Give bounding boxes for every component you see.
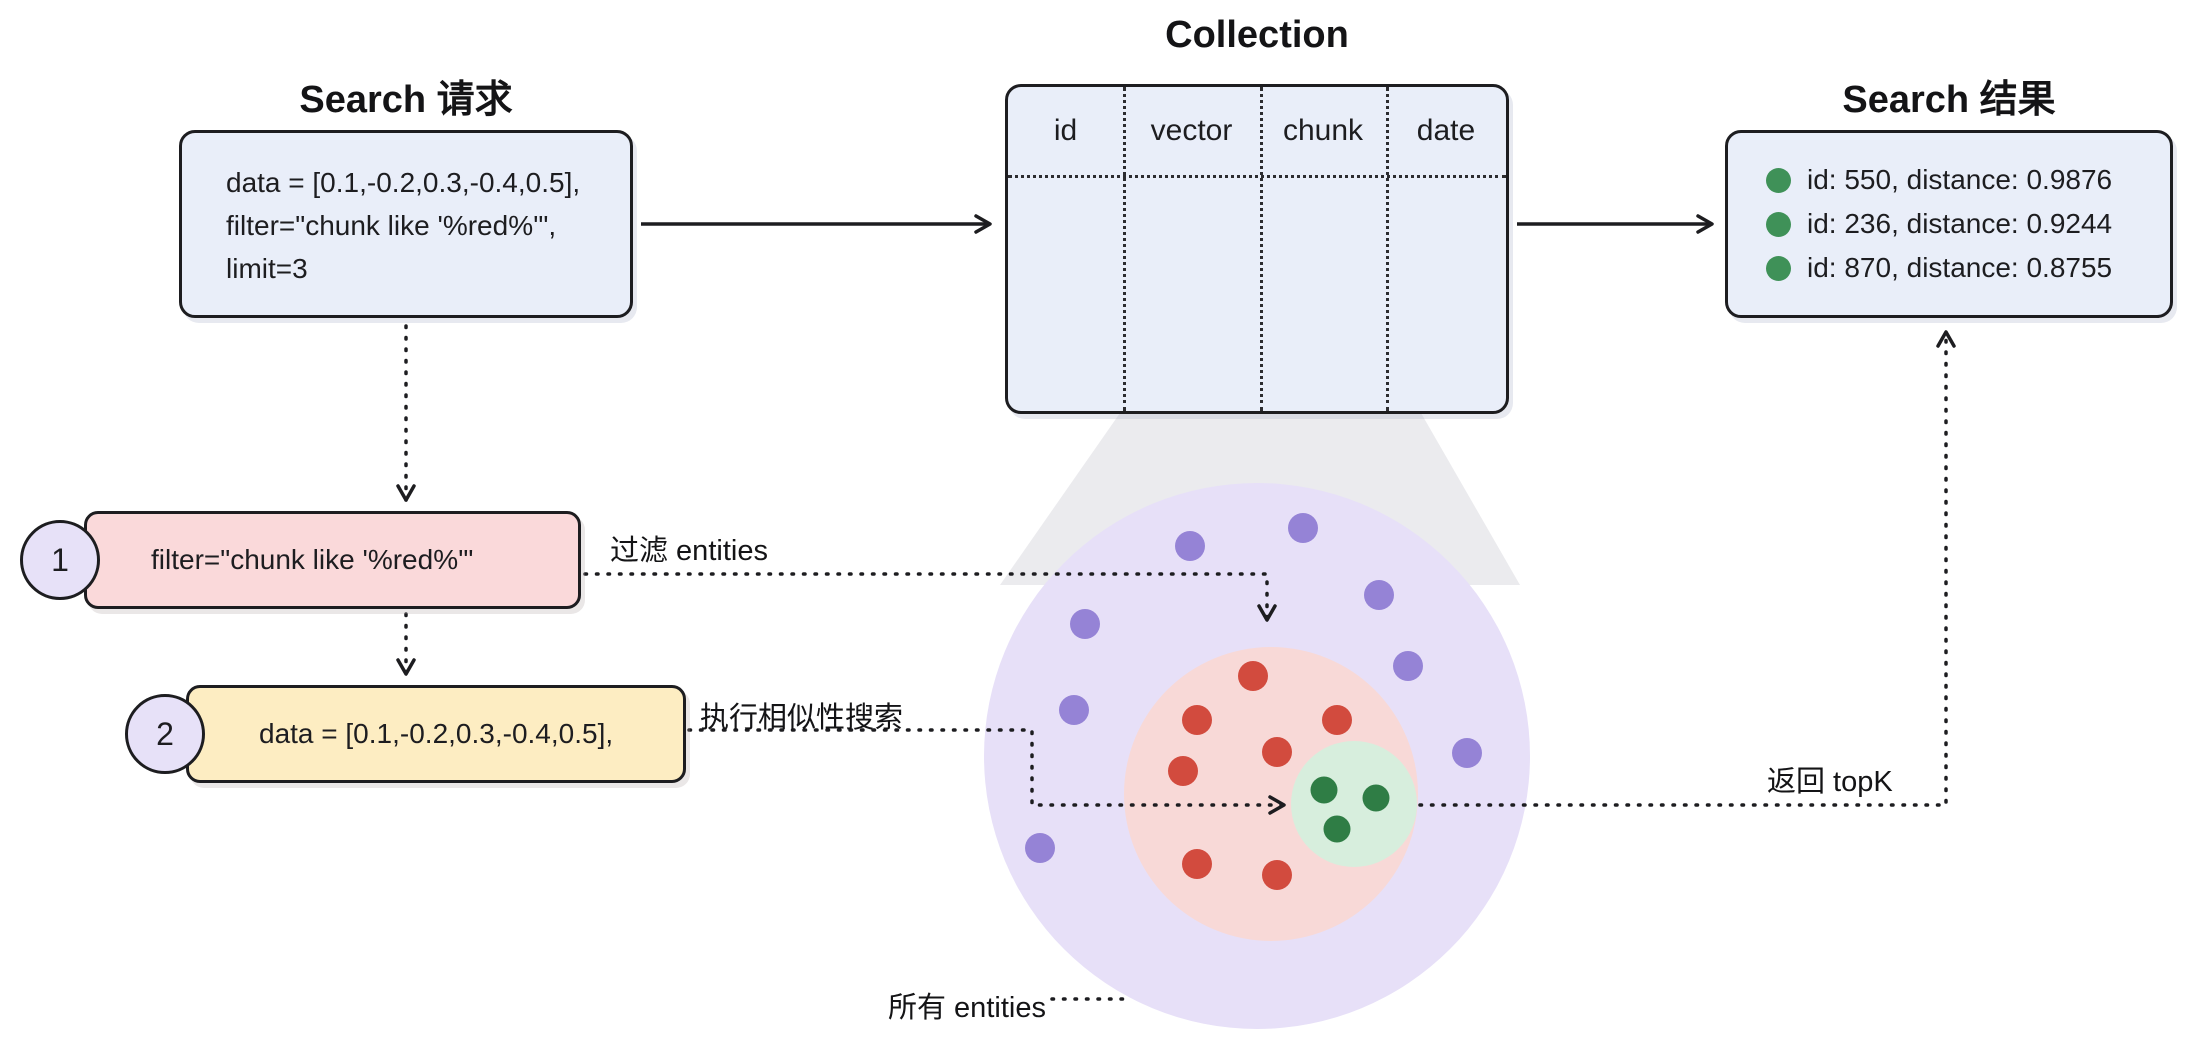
collection-table: id vector chunk date — [1005, 84, 1509, 414]
result-text: id: 870, distance: 0.8755 — [1807, 252, 2113, 283]
step1-code: filter="chunk like '%red%'" — [151, 544, 474, 575]
result-row: id: 870, distance: 0.8755 — [1766, 246, 2170, 290]
similarity-search-label: 执行相似性搜索 — [700, 702, 904, 734]
column-header-id: id — [1053, 114, 1078, 147]
result-dot-icon — [1766, 255, 1791, 281]
step2-code: data = [0.1,-0.2,0.3,-0.4,0.5], — [259, 718, 614, 749]
step2-number-badge: 2 — [125, 694, 205, 774]
column-header-date: date — [1416, 114, 1476, 147]
step1-filter-box: filter="chunk like '%red%'" — [84, 511, 581, 609]
step2-search-box: data = [0.1,-0.2,0.3,-0.4,0.5], — [186, 685, 686, 783]
step1-number-badge: 1 — [20, 520, 100, 600]
request-line-limit: limit=3 — [226, 253, 308, 284]
step1-number: 1 — [51, 541, 69, 578]
filter-entities-label: 过滤 entities — [610, 535, 768, 567]
result-row: id: 550, distance: 0.9876 — [1766, 158, 2170, 202]
collection-title: Collection — [1165, 14, 1349, 56]
result-dot-icon — [1766, 167, 1791, 193]
column-header-vector: vector — [1150, 114, 1233, 147]
search-request-title: Search 请求 — [299, 79, 513, 121]
result-row: id: 236, distance: 0.9244 — [1766, 202, 2170, 246]
topk-entities-circle — [1291, 741, 1417, 867]
request-line-filter: filter="chunk like '%red%'", — [226, 210, 557, 241]
search-results-box: id: 550, distance: 0.9876 id: 236, dista… — [1725, 130, 2173, 318]
column-divider — [1260, 87, 1263, 411]
all-entities-label: 所有 entities — [888, 992, 1046, 1024]
column-header-chunk: chunk — [1282, 114, 1364, 147]
return-topk-label: 返回 topK — [1767, 766, 1893, 798]
search-request-box: data = [0.1,-0.2,0.3,-0.4,0.5], filter="… — [179, 130, 633, 318]
column-divider — [1386, 87, 1389, 411]
result-text: id: 236, distance: 0.9244 — [1807, 208, 2113, 239]
header-divider — [1008, 175, 1506, 178]
request-line-data: data = [0.1,-0.2,0.3,-0.4,0.5], — [226, 167, 581, 198]
result-dot-icon — [1766, 211, 1791, 237]
search-results-title: Search 结果 — [1842, 79, 2056, 121]
step2-number: 2 — [156, 715, 174, 752]
column-divider — [1123, 87, 1126, 411]
result-text: id: 550, distance: 0.9876 — [1807, 164, 2113, 195]
